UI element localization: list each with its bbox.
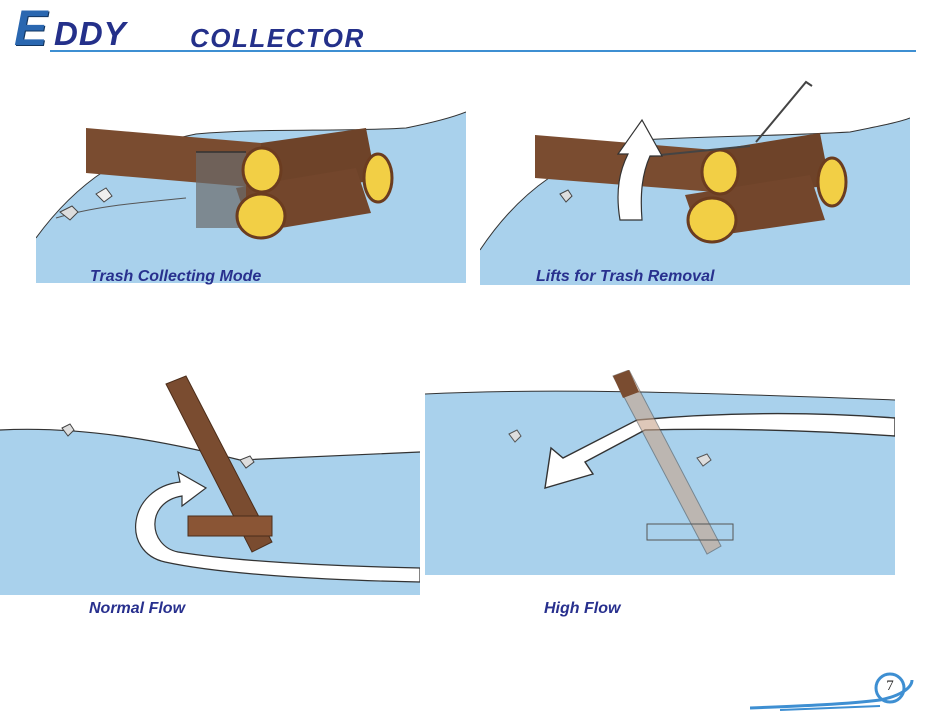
- caption-normal-flow: Normal Flow: [89, 600, 186, 617]
- caption-trash-collecting-mode: Trash Collecting Mode: [90, 268, 262, 285]
- footer-swoosh: [749, 668, 926, 718]
- title-word-eddy: DDY: [54, 15, 127, 52]
- page-number: 7: [886, 678, 894, 694]
- caption-high-flow: High Flow: [544, 600, 621, 617]
- illustration-high-flow: [425, 370, 895, 590]
- title-underline: [50, 50, 916, 52]
- illustration-normal-flow: [0, 370, 420, 595]
- title-initial: E: [14, 0, 48, 56]
- illustration-trash-collecting-mode: [36, 88, 466, 283]
- illustration-lifts-for-trash-removal: [480, 70, 910, 285]
- caption-lifts-for-trash-removal: Lifts for Trash Removal: [536, 268, 715, 285]
- title-word-collector: COLLECTOR: [190, 23, 365, 53]
